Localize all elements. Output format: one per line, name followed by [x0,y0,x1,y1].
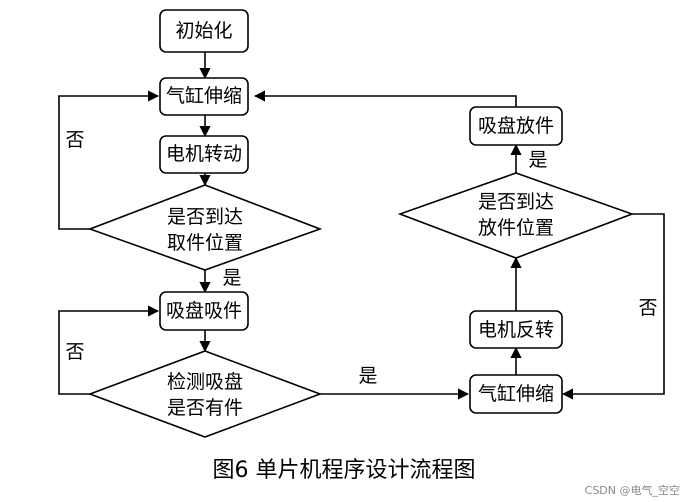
node-motor-box [159,135,249,174]
node-cylinder2-box [469,374,563,414]
node-check-pick-diamond [87,184,323,271]
node-check-suction-diamond [87,350,323,438]
label-check-suction-yes: 是 [358,365,377,387]
edge-release-to-cylinder1 [253,90,517,107]
node-init-label: 初始化 [175,20,232,42]
node-check-place-line2: 放件位置 [478,217,554,239]
node-suction-label: 吸盘吸件 [166,300,242,322]
node-check-place-diamond [397,172,635,259]
edge-check-place-no-loop [561,213,665,400]
node-check-suction-line2: 是否有件 [167,397,243,419]
node-cylinder2-label: 气缸伸缩 [478,383,554,405]
node-check-pick-line1: 是否到达 [167,206,243,228]
label-check-pick-yes: 是 [222,267,241,289]
node-motor-reverse-box [469,310,563,349]
node-motor-label: 电机转动 [166,143,242,165]
node-release-box [469,106,563,146]
label-check-place-no: 否 [638,297,657,319]
watermark: CSDN @电气_空空 [584,484,680,497]
node-init-box [159,9,249,53]
node-check-suction-line1: 检测吸盘 [167,371,243,393]
node-cylinder1-box [159,77,249,116]
node-suction-box [159,291,249,331]
node-motor-reverse-label: 电机反转 [478,319,554,341]
figure-caption: 图6 单片机程序设计流程图 [212,458,476,483]
edge-check-suction-no-loop [58,305,160,395]
label-check-suction-no: 否 [65,341,84,363]
node-release-label: 吸盘放件 [478,115,554,137]
label-check-pick-no: 否 [65,129,84,151]
edge-check-pick-no-loop [58,90,160,230]
label-check-place-yes: 是 [528,149,547,171]
node-cylinder1-label: 气缸伸缩 [166,85,242,107]
node-check-place-line1: 是否到达 [478,191,554,213]
node-check-pick-line2: 取件位置 [167,232,243,254]
flowchart: 初始化 气缸伸缩 电机转动 是否到达 取件位置 吸盘吸件 检测吸盘 是否有件 气… [58,9,665,438]
